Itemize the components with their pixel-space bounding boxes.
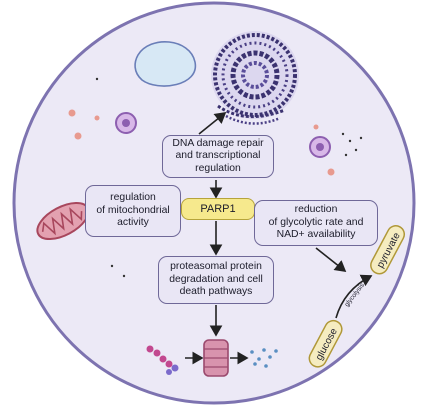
glycolytic-reduction-label: reduction of glycolytic rate and NAD+ av…	[268, 204, 364, 241]
protein-chain-icon	[146, 345, 179, 375]
mitochondrial-regulation-box: regulation of mitochondrial activity	[85, 185, 181, 237]
peptide-fragments-icon	[250, 348, 278, 368]
nucleus-icon	[211, 31, 299, 125]
parp1-label: PARP1	[200, 203, 236, 215]
dna-repair-label: DNA damage repair and transcriptional re…	[172, 137, 264, 174]
pyruvate-pill	[370, 225, 406, 275]
proteasomal-degradation-box: proteasomal protein degradation and cell…	[158, 256, 274, 304]
parp1-node: PARP1	[181, 198, 255, 220]
proteasome-icon	[203, 339, 229, 377]
vesicle-right-icon	[309, 136, 331, 158]
vesicle-left-icon	[115, 112, 137, 134]
cytoplasm-dots	[68, 109, 335, 176]
proteasomal-degradation-label: proteasomal protein degradation and cell…	[169, 261, 263, 298]
cytoplasm-specks	[95, 77, 363, 278]
dna-repair-box: DNA damage repair and transcriptional re…	[162, 135, 274, 178]
vacuole	[134, 41, 196, 87]
glucose-pill	[308, 319, 343, 368]
glycolytic-reduction-box: reduction of glycolytic rate and NAD+ av…	[254, 200, 378, 246]
mitochondrial-regulation-label: regulation of mitochondrial activity	[96, 192, 170, 229]
